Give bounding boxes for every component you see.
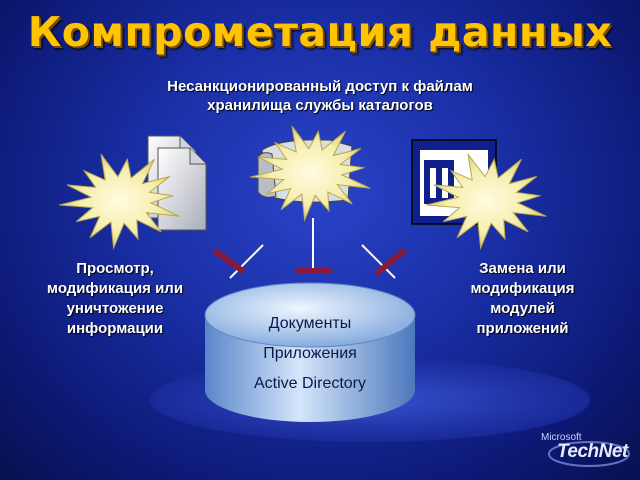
barrier-left <box>212 244 264 279</box>
logo-product: TechNet <box>557 441 628 462</box>
logo-company: Microsoft <box>541 432 582 443</box>
right-label-line: модулей <box>490 300 555 317</box>
technet-logo: Microsoft TechNet <box>527 430 637 470</box>
page-title: Компрометация данных <box>27 8 613 56</box>
starbursts <box>59 125 547 250</box>
right-label-line: Замена или <box>479 260 566 277</box>
left-label-line: информации <box>66 320 164 337</box>
barrier-center <box>296 218 332 274</box>
left-label-line: уничтожение <box>66 300 164 317</box>
left-threat-label: Просмотр, модификация или уничтожение ин… <box>30 259 200 339</box>
left-label-line: Просмотр, <box>76 260 154 277</box>
left-label-line: модификация или <box>46 280 184 297</box>
barrier-right <box>361 244 407 279</box>
right-label-line: приложений <box>476 320 569 337</box>
starburst-right-icon <box>426 153 547 250</box>
database-item-active-directory: Active Directory <box>253 375 367 392</box>
right-threat-label: Замена или модификация модулей приложени… <box>445 259 600 339</box>
starburst-center-icon <box>250 125 371 222</box>
subtitle: Несанкционированный доступ к файлам хран… <box>120 77 520 115</box>
logo-swoosh-icon <box>548 441 630 467</box>
right-label-line: модификация <box>470 280 575 297</box>
subtitle-line-1: Несанкционированный доступ к файлам <box>167 78 473 95</box>
subtitle-line-2: хранилища службы каталогов <box>207 97 433 114</box>
documents-icon <box>147 135 207 231</box>
database-item-documents: Документы <box>268 315 352 332</box>
database-cylinder <box>204 282 416 422</box>
database-item-applications: Приложения <box>263 345 357 362</box>
starburst-left-icon <box>59 153 180 250</box>
